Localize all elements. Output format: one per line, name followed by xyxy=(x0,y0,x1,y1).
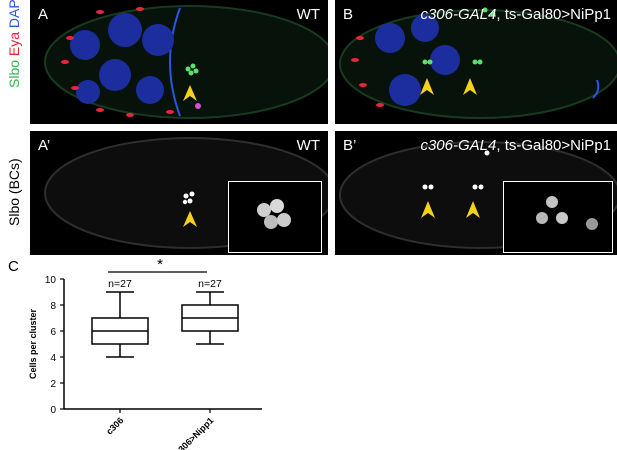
inset-b2 xyxy=(503,181,613,253)
panel-a2-label: A’ xyxy=(38,137,51,154)
inset-b2-cells xyxy=(536,196,598,230)
panel-b2-label: B’ xyxy=(343,137,357,154)
arrowheads-b2 xyxy=(421,201,480,218)
y-tick-label: 8 xyxy=(50,301,56,312)
x-category-label: c306>Nipp1 xyxy=(173,415,216,450)
panel-b2-condition: c306-GAL4, ts-Gal80>NiPp1 xyxy=(420,137,611,154)
arrowhead-a xyxy=(183,85,197,101)
panel-b2-image: B’ c306-GAL4, ts-Gal80>NiPp1 xyxy=(335,131,617,255)
inset-a2 xyxy=(228,181,322,253)
panel-b-genotype-rest: , ts-Gal80>NiPp1 xyxy=(496,6,611,23)
n-label: n=27 xyxy=(198,278,222,290)
egg-chamber-a xyxy=(44,5,328,119)
panel-b2-genotype-rest: , ts-Gal80>NiPp1 xyxy=(496,137,611,154)
panel-a-label: A xyxy=(38,6,49,23)
egg-chamber-b xyxy=(339,7,617,119)
panel-b-genotype-italic: c306-GAL4 xyxy=(420,6,497,23)
y-tick-label: 0 xyxy=(50,405,56,416)
x-category-label: c306 xyxy=(104,415,125,436)
panel-a-image: A WT xyxy=(30,0,328,124)
panel-a2-condition: WT xyxy=(296,137,320,154)
arrowhead-a2 xyxy=(183,211,197,227)
n-label: n=27 xyxy=(108,278,132,290)
panel-b-condition: c306-GAL4, ts-Gal80>NiPp1 xyxy=(420,6,611,23)
arrowheads-b xyxy=(420,78,477,95)
panel-c-label: C xyxy=(8,258,19,275)
y-tick-label: 10 xyxy=(45,275,57,286)
y-tick-label: 6 xyxy=(50,327,56,338)
panel-a-condition: WT xyxy=(296,6,320,23)
panel-b2-genotype-italic: c306-GAL4 xyxy=(420,137,497,154)
y-tick-label: 4 xyxy=(50,353,56,364)
inset-a2-cells xyxy=(257,199,291,229)
y-tick-label: 2 xyxy=(50,379,56,390)
significance-star: * xyxy=(157,256,163,273)
y-axis-label: Cells per cluster xyxy=(28,308,38,379)
panel-b-label: B xyxy=(343,6,354,23)
panel-b-image: B c306-GAL4, ts-Gal80>NiPp1 xyxy=(335,0,617,124)
panel-a2-image: A’ WT xyxy=(30,131,328,255)
